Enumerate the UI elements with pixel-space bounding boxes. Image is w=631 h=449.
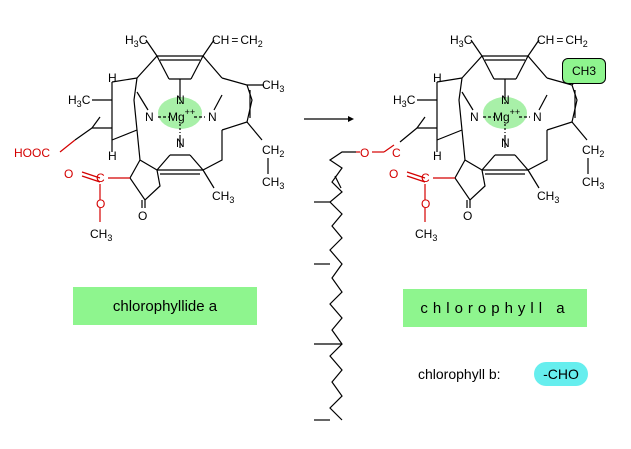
svg-text:N: N (176, 136, 185, 150)
svg-text:N: N (145, 110, 154, 124)
svg-text:CH2: CH2 (262, 143, 284, 159)
svg-text:N: N (176, 93, 185, 107)
svg-text:H: H (433, 149, 442, 163)
svg-text:CH2: CH2 (582, 143, 604, 159)
svg-text:C: C (392, 146, 401, 160)
chlorophyll-b-text: chlorophyll b: (418, 366, 501, 382)
chlorophyll-b-label: chlorophyll b: (418, 364, 528, 384)
methyl-highlight-box: CH3 (562, 58, 606, 84)
svg-text:H3C: H3C (393, 93, 416, 109)
svg-text:N: N (501, 136, 510, 150)
svg-text:O: O (389, 167, 398, 181)
svg-text:N: N (470, 110, 479, 124)
svg-text:H: H (433, 71, 442, 85)
svg-text:HOOC: HOOC (14, 146, 50, 160)
svg-text:CH=CH2: CH=CH2 (212, 33, 263, 49)
methyl-highlight-label: CH3 (571, 64, 596, 78)
svg-text:N: N (501, 93, 510, 107)
svg-text:O: O (421, 197, 430, 211)
svg-text:H3C: H3C (450, 33, 473, 49)
cho-label: -CHO (543, 366, 579, 382)
chlorophyll-label: chlorophyll a (420, 299, 570, 317)
svg-text:N: N (208, 110, 217, 124)
chlorophyll-structure: H3C CH=CH2 N N N N Mg++ H H H3C CH2 CH3 … (389, 33, 604, 243)
svg-text:CH3: CH3 (90, 227, 112, 243)
svg-text:N: N (533, 110, 542, 124)
mg-highlight (158, 97, 202, 129)
reaction-arrow (304, 116, 354, 122)
chlorophyllide-label-box: chlorophyllide a (73, 287, 257, 325)
svg-text:H3C: H3C (125, 33, 148, 49)
svg-text:CH3: CH3 (537, 189, 559, 205)
cho-badge: -CHO (534, 362, 588, 386)
svg-text:CH3: CH3 (415, 227, 437, 243)
svg-text:H3C: H3C (68, 93, 91, 109)
svg-text:CH3: CH3 (262, 175, 284, 191)
svg-text:H: H (108, 149, 117, 163)
svg-text:H: H (108, 71, 117, 85)
chlorophyllide-label: chlorophyllide a (112, 297, 218, 315)
svg-text:O: O (138, 209, 147, 223)
svg-text:CH3: CH3 (262, 78, 284, 94)
chlorophyllide-structure: H3C CH=CH2 N N N N Mg++ H H H3C CH3 CH2 … (14, 33, 284, 243)
svg-text:CH=CH2: CH=CH2 (537, 33, 588, 49)
chlorophyll-label-box: chlorophyll a (403, 289, 587, 327)
svg-text:C: C (96, 171, 105, 185)
svg-text:O: O (64, 167, 73, 181)
svg-text:CH3: CH3 (212, 189, 234, 205)
mg-highlight-right (483, 97, 527, 129)
svg-text:O: O (360, 146, 369, 160)
svg-text:O: O (96, 197, 105, 211)
phytol-chain: O C (314, 144, 401, 421)
svg-text:C: C (421, 171, 430, 185)
svg-text:CH3: CH3 (582, 175, 604, 191)
svg-text:O: O (463, 209, 472, 223)
